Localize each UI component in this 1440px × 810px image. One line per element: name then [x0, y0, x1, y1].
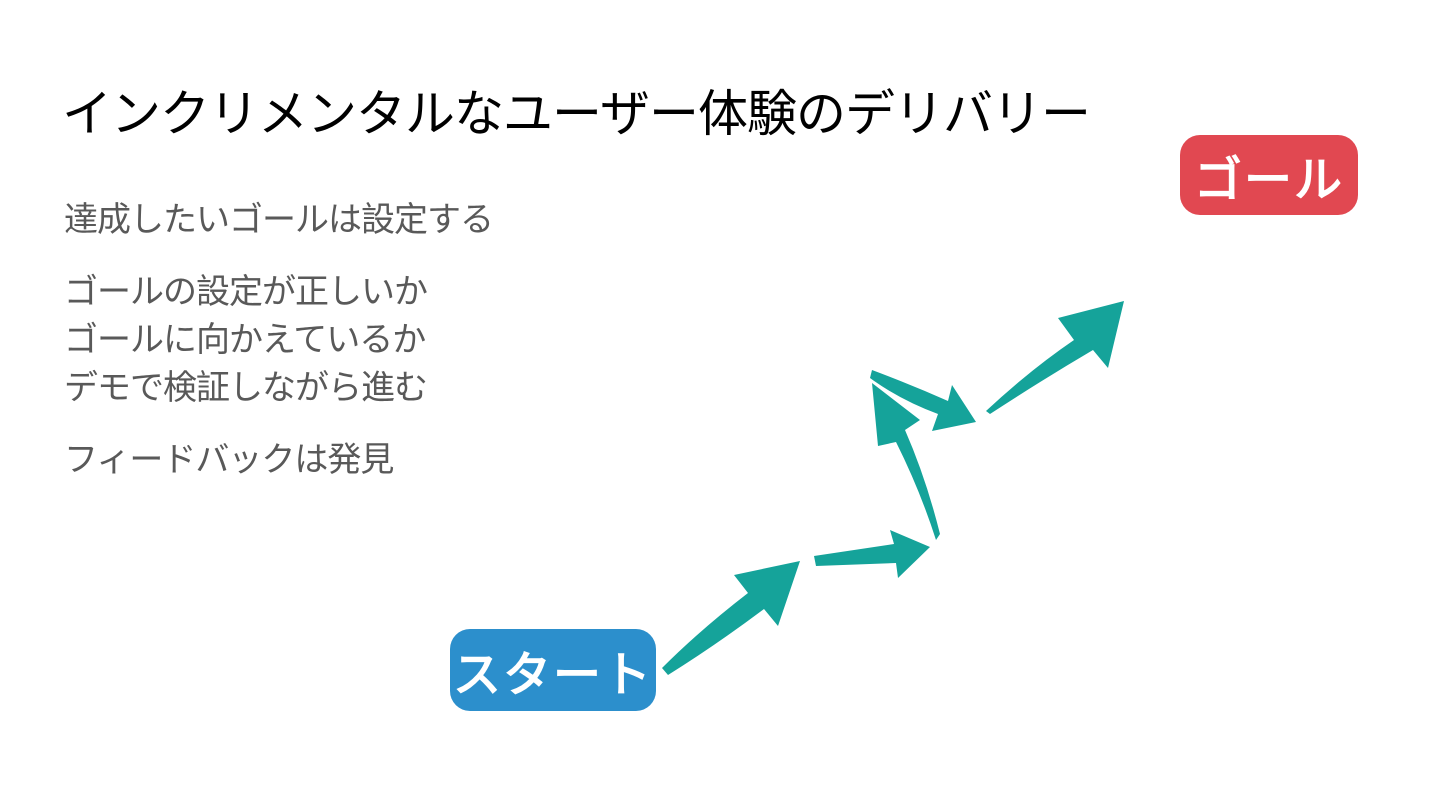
- text-line: フィードバックは発見: [64, 440, 394, 480]
- text-line: ゴールの設定が正しいか: [64, 272, 428, 312]
- slide-title: インクリメンタルなユーザー体験のデリバリー: [62, 85, 1091, 143]
- paragraph-feedback: フィードバックは発見: [64, 436, 684, 484]
- start-badge: スタート: [450, 629, 656, 711]
- arrow-icon: [814, 530, 930, 578]
- paragraph-verification: ゴールの設定が正しいか ゴールに向かえているか デモで検証しながら進む: [64, 268, 684, 412]
- goal-badge: ゴール: [1180, 135, 1358, 215]
- arrow-icon: [870, 370, 976, 431]
- arrow-icon: [662, 561, 800, 675]
- paragraph-goal-setting: 達成したいゴールは設定する: [64, 196, 684, 244]
- body-text: 達成したいゴールは設定する ゴールの設定が正しいか ゴールに向かえているか デモ…: [64, 196, 684, 508]
- text-line: デモで検証しながら進む: [64, 368, 428, 408]
- text-line: 達成したいゴールは設定する: [64, 200, 494, 240]
- arrow-icon: [872, 383, 940, 540]
- arrow-icon: [986, 301, 1124, 414]
- text-line: ゴールに向かえているか: [64, 320, 426, 360]
